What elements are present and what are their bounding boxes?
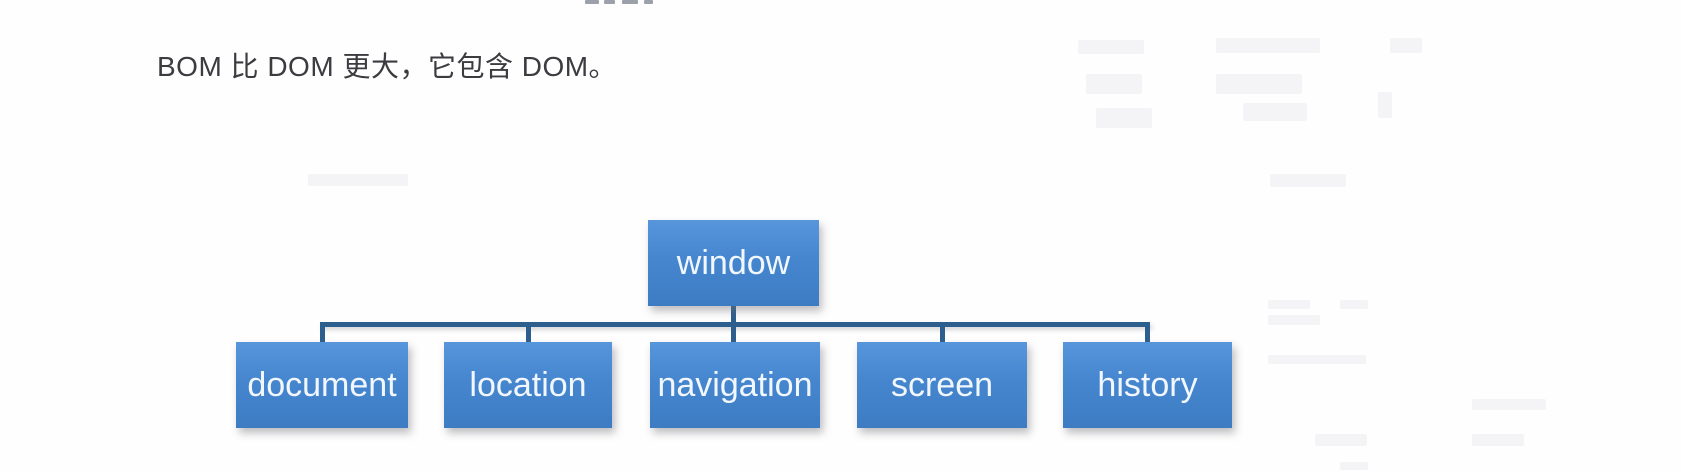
ghost-artifact — [1315, 434, 1367, 446]
diagram-node-navigation: navigation — [650, 342, 820, 428]
ghost-artifact — [1340, 300, 1368, 309]
ghost-artifact — [1216, 74, 1302, 94]
ghost-artifact — [1268, 315, 1320, 325]
connector-window-stem — [731, 304, 736, 324]
ghost-artifact — [1378, 92, 1392, 118]
ghost-artifact — [308, 174, 408, 186]
ghost-artifact — [1268, 300, 1310, 309]
ghost-artifact — [1268, 355, 1366, 364]
diagram-node-location: location — [444, 342, 612, 428]
diagram-node-window: window — [648, 220, 819, 306]
diagram-node-history: history — [1063, 342, 1232, 428]
ghost-artifact — [1216, 38, 1320, 53]
connector-horizontal-bar — [320, 322, 1150, 327]
ghost-artifact — [1086, 74, 1142, 94]
connector-drop-navigation — [731, 326, 736, 343]
cutoff-text-fragment — [622, 0, 638, 4]
ghost-artifact — [1243, 103, 1307, 121]
ghost-artifact — [1270, 174, 1346, 187]
diagram-node-document: document — [236, 342, 408, 428]
ghost-artifact — [1472, 399, 1546, 410]
connector-drop-location — [526, 326, 531, 343]
cutoff-text-fragment — [585, 0, 599, 4]
ghost-artifact — [1390, 38, 1422, 53]
connector-drop-screen — [940, 326, 945, 343]
ghost-artifact — [1096, 108, 1152, 128]
ghost-artifact — [1078, 40, 1144, 54]
cutoff-text-fragment — [604, 0, 615, 4]
cutoff-text-fragment — [644, 0, 653, 4]
paragraph-bom-dom: BOM 比 DOM 更大，它包含 DOM。 — [157, 51, 618, 82]
ghost-artifact — [1340, 462, 1368, 470]
connector-drop-history — [1145, 326, 1150, 343]
ghost-artifact — [1472, 434, 1524, 446]
connector-drop-document — [320, 326, 325, 343]
diagram-node-screen: screen — [857, 342, 1027, 428]
